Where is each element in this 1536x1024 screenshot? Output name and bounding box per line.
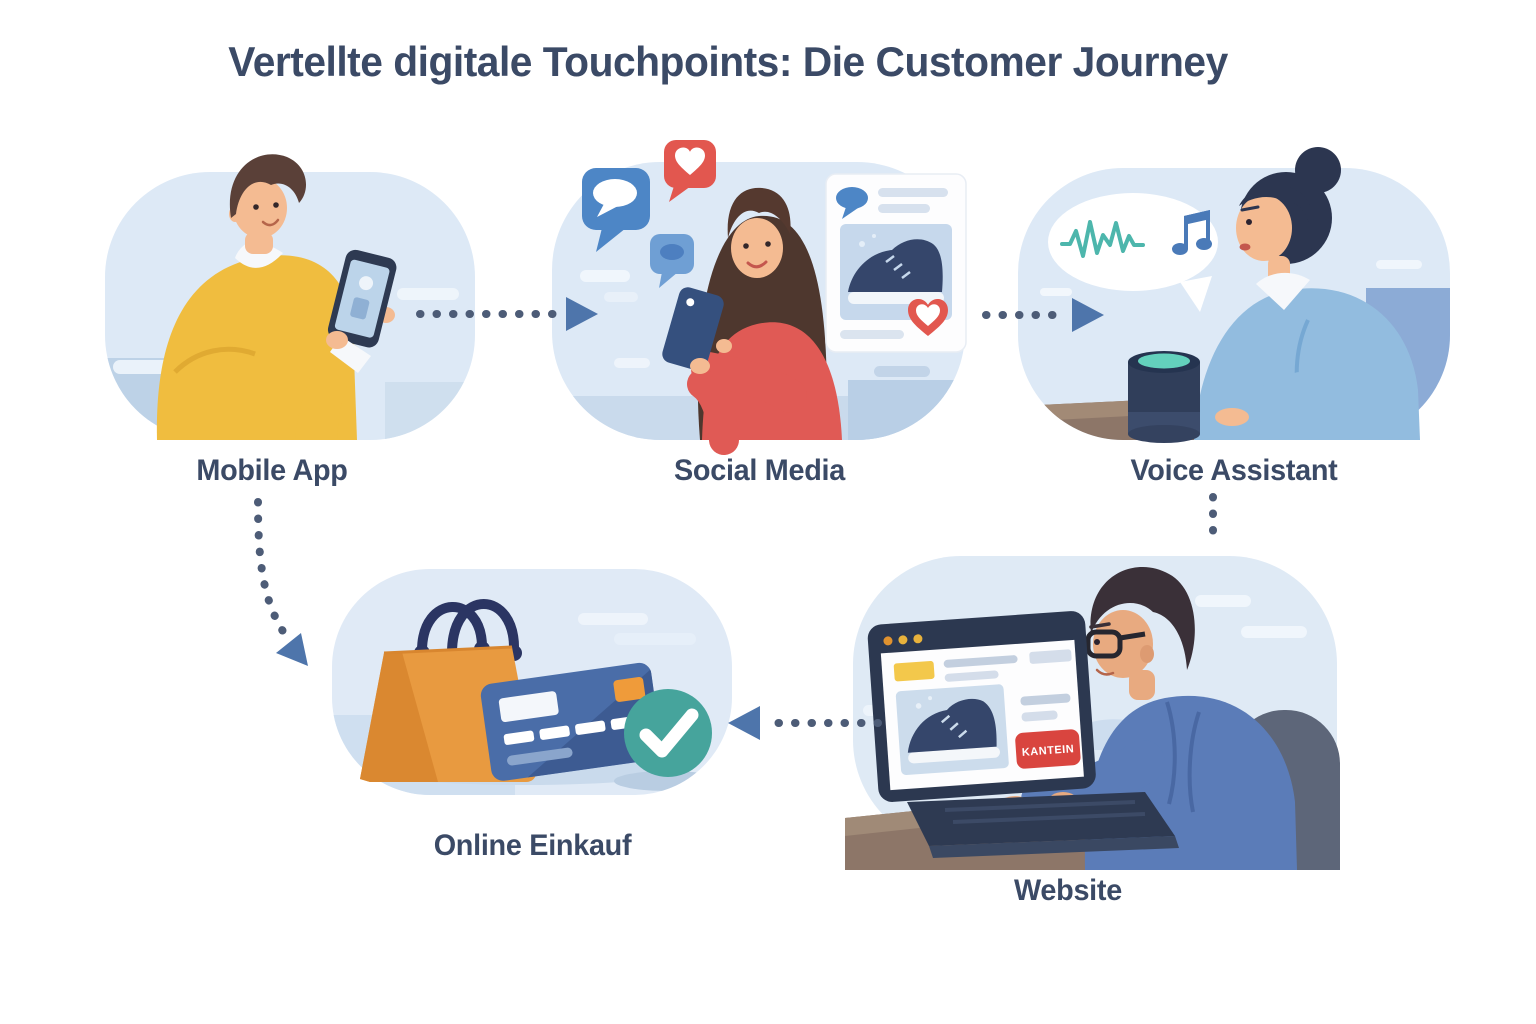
voice-assistant-illustration xyxy=(1018,147,1450,443)
checkmark-badge xyxy=(624,689,712,777)
social-media-illustration xyxy=(552,140,967,455)
buy-button-label: KANTEIN xyxy=(1021,743,1074,759)
scene-social-media: Social Media xyxy=(552,140,967,488)
soundwave-icon xyxy=(1060,220,1145,258)
person-with-phone xyxy=(156,154,397,440)
smartphone-icon xyxy=(327,249,397,348)
music-note-icon xyxy=(1172,210,1212,255)
small-chat-bubble-icon xyxy=(650,234,694,288)
scene-online-einkauf: Online Einkauf xyxy=(330,555,735,863)
sneaker-image xyxy=(840,224,952,320)
speech-balloon xyxy=(1048,193,1218,312)
buy-button[interactable]: KANTEIN xyxy=(1015,729,1081,769)
scene-voice-assistant: Voice Assistant xyxy=(1018,147,1450,488)
browser-dots xyxy=(883,634,923,646)
smartphone-icon xyxy=(662,287,724,371)
laptop-icon: KANTEIN xyxy=(867,611,1179,858)
website-illustration: KANTEIN xyxy=(845,556,1340,870)
sneaker-image xyxy=(895,684,1009,775)
online-einkauf-illustration xyxy=(332,569,732,795)
scene-mobile-app: Mobile App xyxy=(105,140,475,488)
mobile-app-illustration xyxy=(105,154,475,440)
chat-bubble-icon xyxy=(582,168,650,252)
diagram-title: Vertellte digitale Touchpoints: Die Cust… xyxy=(228,38,1228,85)
scene-website: KANTEIN Website xyxy=(845,540,1345,908)
smart-speaker-icon xyxy=(1128,351,1200,443)
heart-icon xyxy=(908,299,948,336)
backdrop-bar xyxy=(874,366,930,377)
glasses-icon xyxy=(1085,629,1146,659)
scene-label-social-media: Social Media xyxy=(673,454,845,487)
person-listening xyxy=(1194,147,1420,440)
scene-label-website: Website xyxy=(1014,874,1122,907)
arrow-mobile-to-einkauf xyxy=(254,498,308,666)
person-browsing-phone xyxy=(662,187,842,455)
scene-label-voice-assistant: Voice Assistant xyxy=(1130,454,1338,487)
scene-label-mobile-app: Mobile App xyxy=(196,454,348,487)
scene-label-online-einkauf: Online Einkauf xyxy=(433,829,632,862)
shopping-bag-icon xyxy=(360,599,536,782)
like-heart-icon xyxy=(664,140,716,202)
credit-card-icon xyxy=(480,662,664,781)
social-post-card xyxy=(825,173,967,353)
